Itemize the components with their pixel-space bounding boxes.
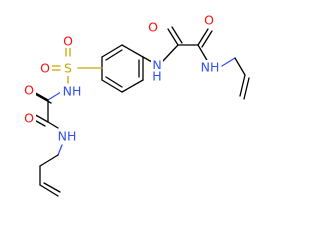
hydrogen-label: H (152, 69, 161, 84)
amine-nh-label: NH (201, 60, 220, 75)
nitrogen-label: N (152, 58, 161, 73)
anilide-chain (142, 26, 250, 100)
benzene-ring (101, 44, 144, 93)
chemical-structure: O O NH N H S O O NH O O NH (22, 12, 250, 197)
oxygen-label: O (204, 13, 214, 28)
sulfur-label: S (64, 61, 72, 76)
sulfonamide-nh-label: NH (63, 84, 82, 99)
oxygen-label: O (148, 20, 158, 35)
amine-nh-label: NH (58, 129, 77, 144)
oxygen-label: O (24, 83, 34, 98)
oxygen-label: O (24, 111, 34, 126)
oxygen-label: O (63, 34, 73, 49)
atom-labels: O O NH N H S O O NH O O NH (22, 13, 221, 144)
sulfonyl-group (51, 47, 103, 84)
oxygen-label: O (40, 61, 50, 76)
